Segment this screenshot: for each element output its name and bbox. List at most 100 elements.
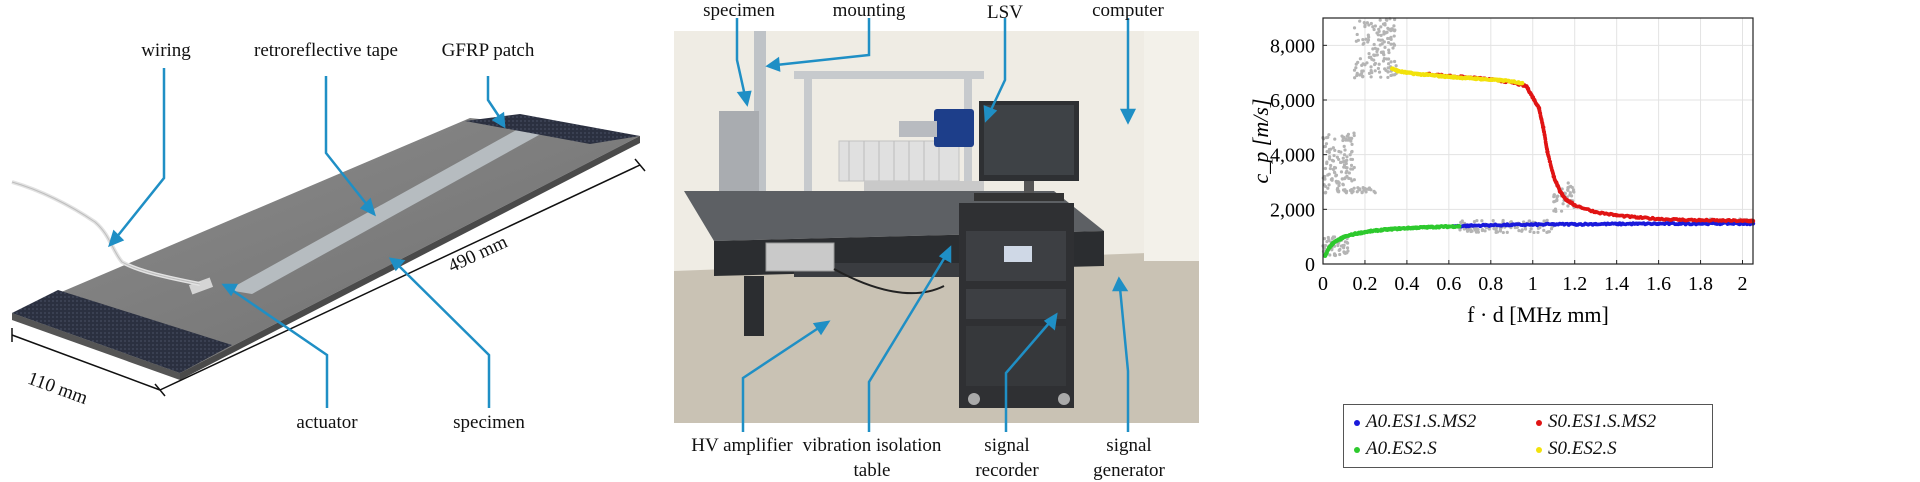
background-point: [1345, 246, 1350, 250]
background-point: [1352, 131, 1356, 135]
background-point: [1327, 172, 1331, 176]
background-point: [1358, 19, 1362, 23]
y-tick-label: 8,000: [1270, 35, 1315, 57]
background-point: [1341, 156, 1345, 160]
plate-edge: [12, 313, 180, 380]
background-point: [1348, 153, 1352, 157]
background-point: [1386, 36, 1390, 41]
background-point: [1342, 153, 1347, 157]
dimension-490: [159, 164, 641, 391]
background-point: [1392, 24, 1396, 28]
background-point: [1341, 138, 1345, 143]
photo-computer-label: computer: [1092, 0, 1164, 21]
dimension-110: [11, 334, 161, 391]
background-point: [1373, 24, 1377, 28]
background-point: [1325, 161, 1329, 166]
background-point: [1349, 163, 1354, 168]
gfrp-patch-near: [12, 290, 232, 373]
background-point: [1513, 225, 1517, 230]
retroreflective-tape: [228, 128, 548, 294]
background-point: [1476, 230, 1480, 234]
background-point: [1386, 40, 1391, 45]
legend-label-s0-es1: S0.ES1.S.MS2: [1548, 411, 1657, 432]
background-point: [1343, 148, 1347, 152]
background-point: [1354, 66, 1358, 70]
background-point: [1373, 191, 1377, 195]
background-point: [1371, 47, 1375, 51]
background-point: [1336, 189, 1340, 193]
patch-arrow: [486, 76, 502, 119]
background-point: [1367, 71, 1372, 75]
background-point: [1568, 191, 1572, 195]
background-point: [1352, 186, 1356, 190]
background-point: [1369, 75, 1373, 79]
background-point: [1337, 157, 1341, 162]
background-point: [1344, 161, 1348, 166]
background-point: [1378, 18, 1382, 22]
background-point: [1342, 159, 1346, 164]
background-point: [1372, 42, 1376, 47]
background-point: [1532, 230, 1536, 235]
background-point: [1341, 243, 1345, 248]
chart-legend: A0.ES1.S.MS2 S0.ES1.S.MS2 A0.ES2.S S0.ES…: [1343, 404, 1713, 468]
series-S0.ES1.S.MS2: [1425, 71, 1756, 224]
background-points: [1321, 17, 1754, 258]
background-point: [1553, 199, 1557, 203]
background-point: [1349, 167, 1353, 171]
background-point: [1352, 26, 1357, 30]
background-point: [1331, 146, 1335, 150]
background-point: [1546, 230, 1550, 234]
background-point: [1392, 42, 1396, 46]
background-point: [1345, 155, 1349, 159]
background-point: [1498, 227, 1503, 231]
background-point: [1389, 27, 1393, 31]
background-point: [1338, 252, 1342, 257]
background-point: [1328, 155, 1332, 159]
background-point: [1566, 204, 1570, 208]
background-point: [1337, 183, 1341, 188]
background-point: [1340, 134, 1344, 138]
patch-label: GFRP patch: [441, 40, 535, 61]
background-point: [1327, 147, 1331, 152]
y-tick-label: 0: [1305, 254, 1315, 276]
background-point: [1379, 75, 1383, 79]
background-point: [1487, 227, 1491, 231]
background-point: [1382, 57, 1386, 61]
legend-marker-s0-es2: [1536, 446, 1542, 453]
background-point: [1326, 135, 1330, 139]
x-tick-label: 1.8: [1688, 273, 1713, 295]
photo-signal-generator-label-line2: generator: [1093, 460, 1165, 481]
background-point: [1517, 229, 1521, 233]
background-point: [1323, 177, 1327, 181]
background-point: [1372, 53, 1377, 58]
background-point: [1364, 37, 1368, 41]
background-point: [1352, 68, 1357, 72]
background-point: [1345, 174, 1349, 178]
tape-label: retroreflective tape: [254, 40, 398, 61]
background-point: [1379, 33, 1383, 37]
background-point: [1344, 191, 1348, 195]
background-point: [1327, 183, 1331, 187]
background-point: [1382, 53, 1386, 57]
x-tick-label: 0.2: [1352, 273, 1377, 295]
background-point: [1494, 228, 1498, 232]
background-point: [1375, 49, 1379, 54]
background-point: [1379, 50, 1384, 55]
y-axis-label: c_p [m/s]: [1248, 99, 1273, 184]
background-point: [1330, 177, 1334, 181]
background-point: [1362, 188, 1366, 192]
background-point: [1386, 62, 1391, 66]
background-point: [1328, 253, 1332, 257]
background-point: [1470, 229, 1474, 233]
background-point: [1358, 57, 1363, 61]
background-point: [1346, 132, 1351, 136]
background-point: [1355, 71, 1359, 75]
background-point: [1536, 230, 1540, 234]
background-point: [1392, 73, 1397, 77]
background-point: [1372, 27, 1376, 32]
background-point: [1559, 209, 1564, 213]
background-point: [1367, 52, 1371, 56]
y-tick-label: 4,000: [1270, 145, 1315, 167]
